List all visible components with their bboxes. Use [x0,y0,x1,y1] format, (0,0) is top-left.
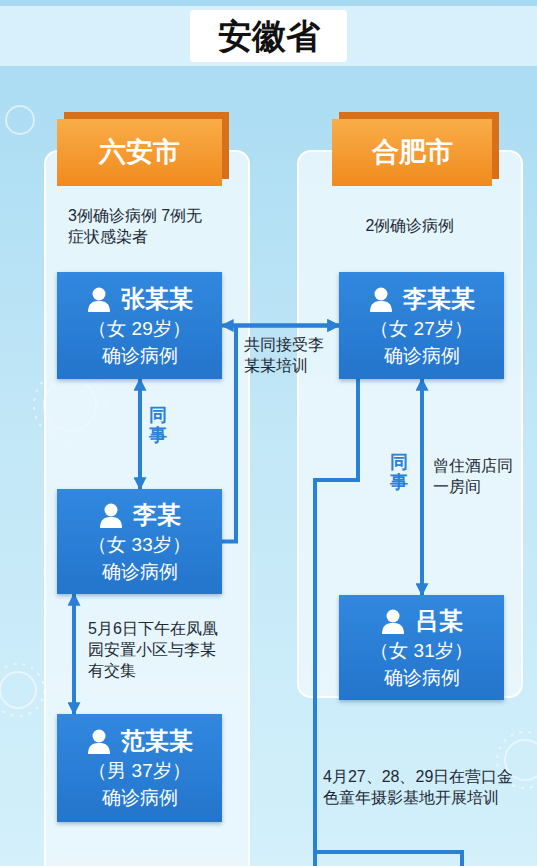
person-icon [381,608,405,634]
edge-label: 5月6日下午在凤凰园安置小区与李某有交集 [88,618,223,681]
connector [138,379,142,489]
person-info: （男 37岁） [88,757,190,784]
connector [222,326,339,542]
case-status: 确诊病例 [384,342,460,369]
case-status: 确诊病例 [384,664,460,691]
connector [420,379,424,595]
edge-label: 同事 [390,453,408,493]
person-name: 李某某 [403,283,475,315]
city-heading: 合肥市 [332,119,492,186]
connector [222,324,339,328]
person-name: 吕某 [415,605,463,637]
title-band [0,6,537,66]
case-box: 张某某（女 29岁）确诊病例 [57,272,222,379]
case-box: 李某（女 33岁）确诊病例 [57,489,222,594]
person-name: 张某某 [121,283,193,315]
city-panel: 六安市3例确诊病例 7例无症状感染者张某某（女 29岁）确诊病例李某（女 33岁… [44,150,250,866]
name-row: 张某某 [87,283,193,315]
case-box: 吕某（女 31岁）确诊病例 [339,595,504,700]
person-icon [99,502,123,528]
note: 曾住酒店同一房间 [433,455,517,497]
person-info: （女 33岁） [88,531,190,558]
name-row: 吕某 [381,605,463,637]
edge-label: 同事 [149,406,167,446]
note: 4月27、28、29日在营口金色童年摄影基地开展培训 [323,766,515,808]
person-info: （女 31岁） [370,637,472,664]
person-info: （女 29岁） [88,315,190,342]
leader-line [315,377,462,866]
case-box: 范某某（男 37岁）确诊病例 [57,714,222,822]
city-panel: 合肥市2例确诊病例李某某（女 27岁）确诊病例吕某（女 31岁）确诊病例 [297,150,523,698]
name-row: 李某某 [369,283,475,315]
case-count: 3例确诊病例 7例无症状感染者 [68,205,218,247]
person-icon [87,286,111,312]
person-name: 范某某 [121,725,193,757]
person-info: （女 27岁） [370,315,472,342]
name-row: 李某 [99,499,181,531]
person-name: 李某 [133,499,181,531]
case-count: 2例确诊病例 [309,215,511,236]
city-heading: 六安市 [57,119,222,186]
connector [72,594,76,714]
name-row: 范某某 [87,725,193,757]
case-status: 确诊病例 [102,784,178,811]
case-status: 确诊病例 [102,342,178,369]
edge-label: 共同接受李某某培训 [244,334,336,376]
case-status: 确诊病例 [102,558,178,585]
case-box: 李某某（女 27岁）确诊病例 [339,272,504,379]
person-icon [369,286,393,312]
person-icon [87,728,111,754]
title: 安徽省 [190,10,347,62]
